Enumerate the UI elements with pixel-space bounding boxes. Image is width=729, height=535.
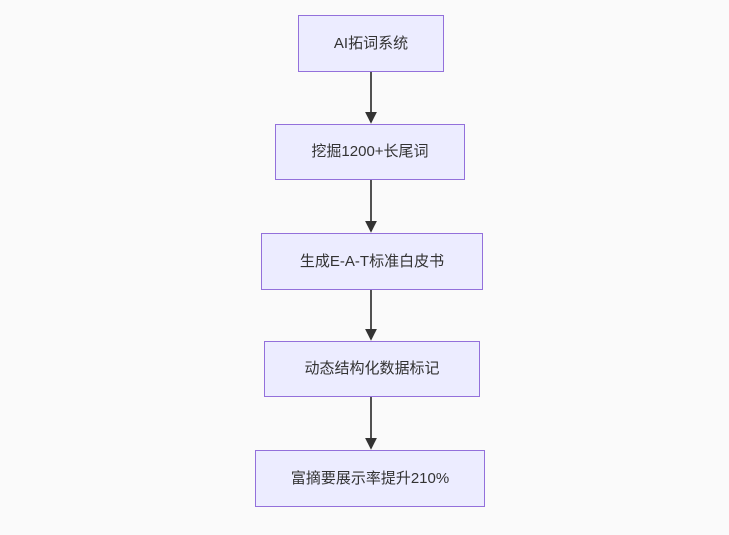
flowchart-node-rich-snippet-result: 富摘要展示率提升210%	[255, 450, 485, 507]
flowchart-node-structured-data: 动态结构化数据标记	[264, 341, 480, 397]
flowchart-node-longtail-words: 挖掘1200+长尾词	[275, 124, 465, 180]
flowchart-node-ai-system: AI拓词系统	[298, 15, 444, 72]
flowchart-node-eat-whitepaper: 生成E-A-T标准白皮书	[261, 233, 483, 290]
